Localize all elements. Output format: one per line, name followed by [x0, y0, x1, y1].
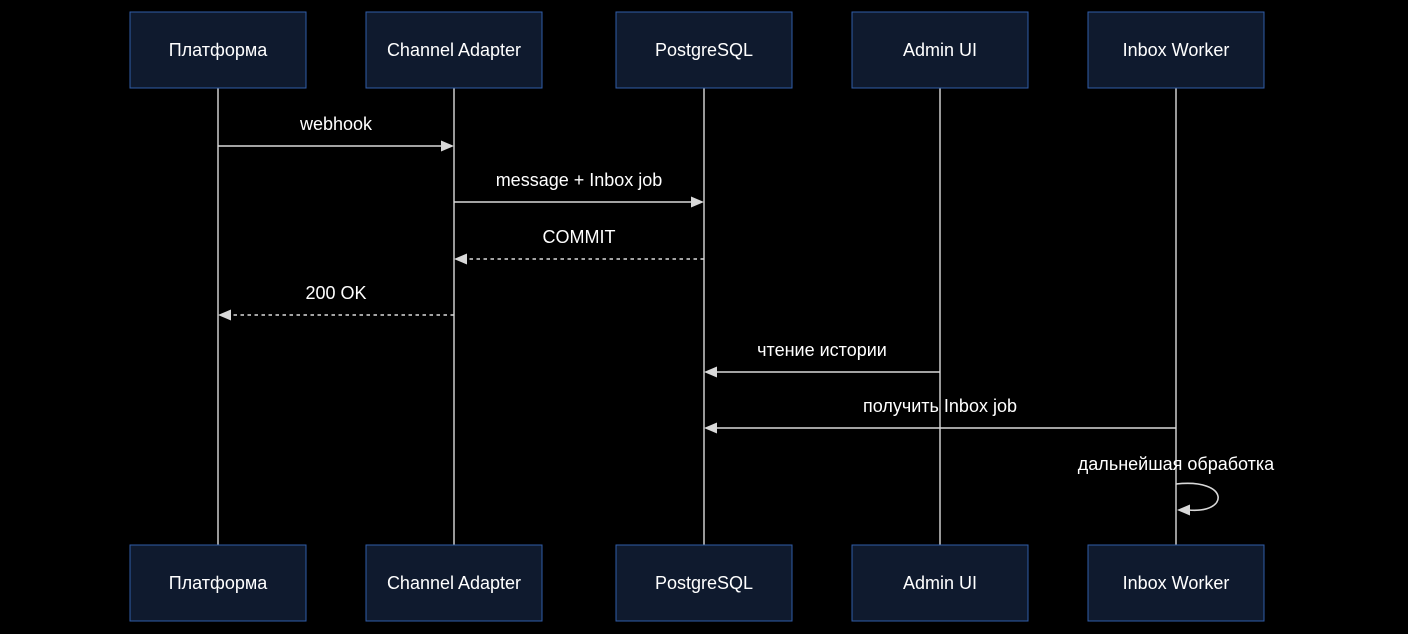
participant-platform-bottom: Платформа — [129, 544, 307, 622]
participant-label: Inbox Worker — [1123, 40, 1230, 60]
participant-postgres-bottom: PostgreSQL — [615, 544, 793, 622]
participant-worker-bottom: Inbox Worker — [1087, 544, 1265, 622]
message-label: чтение истории — [757, 340, 887, 360]
message-7: дальнейшая обработка — [1078, 454, 1275, 516]
message-1: webhook — [218, 114, 454, 152]
arrowhead — [691, 196, 704, 208]
arrowhead — [704, 366, 717, 378]
participant-postgres-top: PostgreSQL — [615, 11, 793, 89]
participant-box — [129, 11, 307, 89]
participant-label: Платформа — [169, 573, 269, 593]
participant-admin-bottom: Admin UI — [851, 544, 1029, 622]
message-4: 200 OK — [218, 283, 454, 321]
arrowhead — [454, 253, 467, 265]
arrowhead — [1177, 504, 1190, 516]
message-label: webhook — [299, 114, 373, 134]
message-label: 200 OK — [305, 283, 366, 303]
participant-label: Channel Adapter — [387, 573, 521, 593]
participant-box — [129, 544, 307, 622]
participant-adapter-top: Channel Adapter — [365, 11, 543, 89]
message-label: дальнейшая обработка — [1078, 454, 1275, 474]
participant-label: Inbox Worker — [1123, 573, 1230, 593]
message-6: получить Inbox job — [704, 396, 1176, 434]
participant-admin-top: Admin UI — [851, 11, 1029, 89]
participant-box — [615, 11, 793, 89]
participant-label: Channel Adapter — [387, 40, 521, 60]
arrowhead — [704, 422, 717, 434]
participant-box — [851, 544, 1029, 622]
participant-label: Платформа — [169, 40, 269, 60]
participant-box — [615, 544, 793, 622]
participant-box — [1087, 544, 1265, 622]
message-3: COMMIT — [454, 227, 704, 265]
participant-box — [1087, 11, 1265, 89]
lifelines — [217, 88, 1177, 545]
participant-platform-top: Платформа — [129, 11, 307, 89]
message-label: получить Inbox job — [863, 396, 1017, 416]
self-loop-line — [1175, 482, 1219, 512]
message-2: message + Inbox job — [454, 170, 704, 208]
participant-box — [365, 11, 543, 89]
participant-worker-top: Inbox Worker — [1087, 11, 1265, 89]
arrowhead — [218, 309, 231, 321]
participant-label: Admin UI — [903, 573, 977, 593]
participant-box — [365, 544, 543, 622]
participant-adapter-bottom: Channel Adapter — [365, 544, 543, 622]
participant-box — [851, 11, 1029, 89]
participant-label: PostgreSQL — [655, 40, 753, 60]
participant-label: PostgreSQL — [655, 573, 753, 593]
arrowhead — [441, 140, 454, 152]
participants-bottom: Платформа Channel Adapter PostgreSQL Admin … — [129, 544, 1265, 622]
participants-top: Платформа Channel Adapter PostgreSQL Admin … — [129, 11, 1265, 89]
message-5: чтение истории — [704, 340, 940, 378]
participant-label: Admin UI — [903, 40, 977, 60]
message-label: message + Inbox job — [496, 170, 663, 190]
message-label: COMMIT — [543, 227, 616, 247]
